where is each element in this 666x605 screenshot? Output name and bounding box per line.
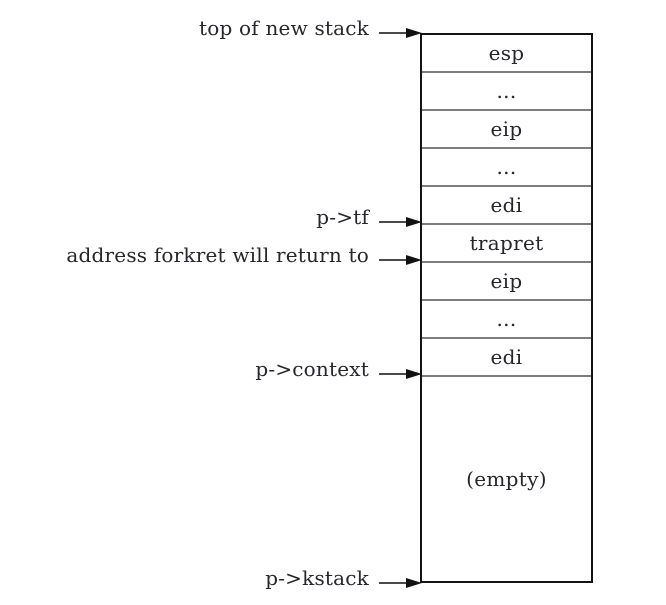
arrow-right-icon <box>379 369 422 379</box>
pointer-label: p->tf <box>316 205 369 229</box>
pointer-label: p->context <box>255 357 369 381</box>
pointer-label: top of new stack <box>199 16 369 40</box>
arrow-right-icon <box>379 255 422 265</box>
stack-cell-esp: esp <box>422 35 591 73</box>
pointer-top-of-new-stack: top of new stack <box>199 13 422 53</box>
stack-cell-ellipsis: ... <box>422 301 591 339</box>
pointer-p-tf: p->tf <box>316 202 422 242</box>
stack-cell-eip: eip <box>422 111 591 149</box>
stack-cell-ellipsis: ... <box>422 149 591 187</box>
stack-cell-empty: (empty) <box>466 467 547 491</box>
pointer-p-context: p->context <box>255 354 422 394</box>
pointer-label: address forkret will return to <box>66 243 369 267</box>
stack-cell-eip: eip <box>422 263 591 301</box>
stack-cell-edi: edi <box>422 339 591 377</box>
pointer-label: p->kstack <box>265 566 369 590</box>
arrow-right-icon <box>379 217 422 227</box>
pointer-forkret-return-address: address forkret will return to <box>66 240 422 280</box>
stack-cell-trapret: trapret <box>422 225 591 263</box>
arrow-right-icon <box>379 578 422 588</box>
stack-cell-edi: edi <box>422 187 591 225</box>
stack-cell-ellipsis: ... <box>422 73 591 111</box>
pointer-p-kstack: p->kstack <box>265 563 422 603</box>
stack-box: esp ... eip ... edi trapret eip ... edi … <box>420 33 593 583</box>
arrow-right-icon <box>379 28 422 38</box>
